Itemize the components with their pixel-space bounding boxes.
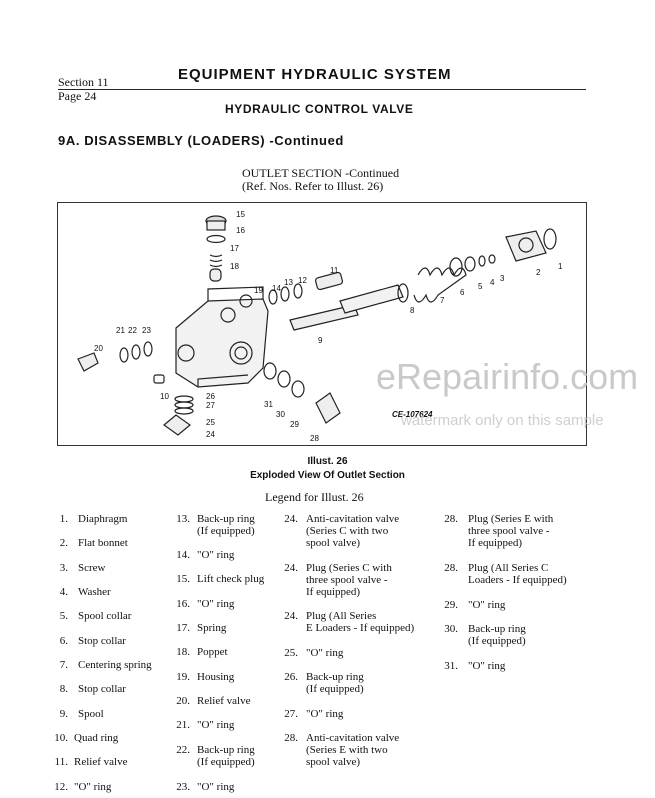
section-label: Section 11 xyxy=(58,75,109,89)
callout-2: 2 xyxy=(536,268,541,277)
watermark-note: watermark only on this sample xyxy=(401,412,604,429)
callout-30: 30 xyxy=(276,410,285,419)
figure-caption-title: Illust. 26 xyxy=(307,456,348,467)
figure-caption-description: Exploded View Of Outlet Section xyxy=(250,470,405,481)
callout-27: 27 xyxy=(206,401,215,410)
callout-14: 14 xyxy=(272,284,281,293)
callout-22: 22 xyxy=(128,326,137,335)
legend-title: Legend for Illust. 26 xyxy=(265,490,364,504)
legend-column-3: 24.Anti-cavitation valve(Series C with t… xyxy=(284,513,415,768)
callout-4: 4 xyxy=(490,278,495,287)
page-label: Page 24 xyxy=(58,89,97,103)
figure-heading-1: OUTLET SECTION -Continued xyxy=(242,166,400,180)
callout-11: 11 xyxy=(330,266,339,275)
callout-5: 5 xyxy=(478,282,483,291)
header-rule xyxy=(58,89,586,90)
page-subtitle: HYDRAULIC CONTROL VALVE xyxy=(225,102,414,116)
callout-12: 12 xyxy=(298,276,307,285)
callout-28: 28 xyxy=(310,434,319,443)
callout-29: 29 xyxy=(290,420,299,429)
callout-18: 18 xyxy=(230,262,239,271)
figure-code: CE-107624 xyxy=(392,410,433,419)
callout-31: 31 xyxy=(264,400,273,409)
callout-23: 23 xyxy=(142,326,151,335)
legend-column-2: 13.Back-up ring(If equipped) 14."O" ring… xyxy=(176,513,265,793)
exploded-view-drawing: 1 2 3 4 5 6 7 8 9 10 11 12 13 14 15 16 1… xyxy=(77,210,563,443)
callout-21: 21 xyxy=(116,326,125,335)
callout-19: 19 xyxy=(254,286,263,295)
figure-heading-2: (Ref. Nos. Refer to Illust. 26) xyxy=(242,179,384,193)
callout-13: 13 xyxy=(284,278,293,287)
callout-24: 24 xyxy=(206,430,215,439)
callout-9: 9 xyxy=(318,336,323,345)
callout-8: 8 xyxy=(410,306,415,315)
legend-column-1: 1.Diaphragm 2.Flat bonnet 3.Screw 4.Wash… xyxy=(54,513,152,793)
exploded-view-figure: 1 2 3 4 5 6 7 8 9 10 11 12 13 14 15 16 1… xyxy=(57,202,587,446)
callout-6: 6 xyxy=(460,288,465,297)
callout-16: 16 xyxy=(236,226,245,235)
callout-17: 17 xyxy=(230,244,239,253)
callout-20: 20 xyxy=(94,344,103,353)
callout-15: 15 xyxy=(236,210,245,219)
callout-1: 1 xyxy=(558,262,563,271)
callout-7: 7 xyxy=(440,296,445,305)
callout-3: 3 xyxy=(500,274,505,283)
callout-26: 26 xyxy=(206,392,215,401)
callout-10: 10 xyxy=(160,392,169,401)
callout-25: 25 xyxy=(206,418,215,427)
watermark-logo: eRepairinfo.com xyxy=(376,356,639,397)
section-heading: 9A. DISASSEMBLY (LOADERS) -Continued xyxy=(58,133,344,148)
page-title: EQUIPMENT HYDRAULIC SYSTEM xyxy=(178,66,452,83)
